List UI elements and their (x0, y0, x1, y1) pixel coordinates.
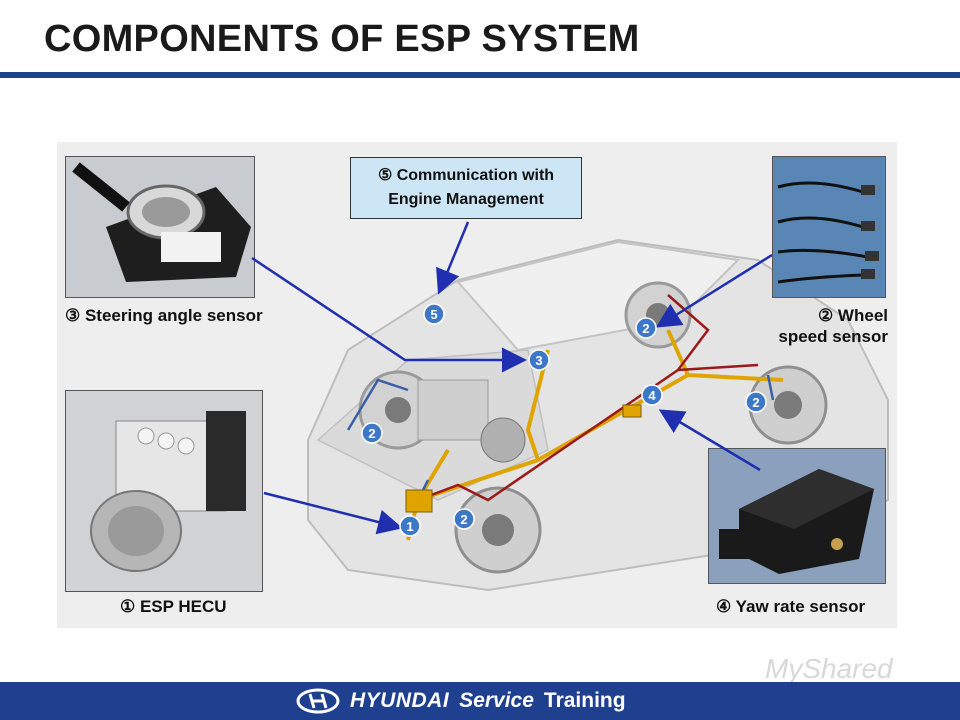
svg-text:4: 4 (648, 388, 656, 403)
marker-2-front-left: 2 (361, 422, 383, 444)
brake-booster (480, 417, 526, 463)
wheel-speed-sensor-label: ② Wheel speed sensor (760, 305, 888, 347)
wheel-label-line2: speed sensor (778, 327, 888, 346)
footer-service: Service (459, 689, 534, 712)
callout-line1: ⑤ Communication with (377, 167, 555, 184)
marker-3: 3 (528, 349, 550, 371)
slide-title: COMPONENTS OF ESP SYSTEM (44, 18, 640, 60)
marker-4: 4 (641, 384, 663, 406)
car-windshield (456, 240, 741, 352)
svg-text:3: 3 (535, 353, 542, 368)
marker-1: 1 (399, 515, 421, 537)
hecu-unit (405, 489, 433, 513)
footer-bar: HYUNDAI Service Training (0, 682, 960, 720)
marker-2-rear-left: 2 (635, 317, 657, 339)
hyundai-logo-icon (296, 688, 340, 714)
marker-5: 5 (423, 303, 445, 325)
footer-branding: HYUNDAI Service Training (296, 686, 626, 716)
arrow-engine-communication (436, 221, 470, 295)
wheel-label-line1: ② Wheel (817, 306, 888, 325)
arrow-wheel-sensor (655, 253, 773, 328)
engine-block (417, 379, 489, 441)
brake-lines-yellow (406, 329, 784, 541)
brake-lines-red (417, 294, 759, 502)
svg-text:2: 2 (460, 512, 467, 527)
steering-sensor-label: ③ Steering angle sensor (65, 306, 263, 325)
svg-text:5: 5 (430, 307, 437, 322)
steering-angle-sensor-photo (65, 156, 255, 298)
marker-2-rear-right: 2 (745, 391, 767, 413)
esp-hecu-photo (65, 390, 263, 592)
yaw-rate-sensor-label: ④ Yaw rate sensor (716, 597, 866, 616)
yaw-sensor-unit (622, 404, 642, 418)
svg-text:1: 1 (406, 519, 413, 534)
svg-text:2: 2 (642, 321, 649, 336)
yaw-rate-sensor-photo (708, 448, 886, 584)
engine-communication-callout: ⑤ Communication with Engine Management (350, 157, 582, 219)
svg-text:2: 2 (752, 395, 759, 410)
footer-brand: HYUNDAI (350, 689, 450, 712)
callout-line2: Engine Management (388, 191, 544, 208)
arrow-yaw-sensor (658, 409, 761, 472)
arrow-steering-sensor (251, 256, 527, 373)
marker-2-front-right: 2 (453, 508, 475, 530)
arrow-esp-hecu (263, 491, 403, 535)
footer-training: Training (543, 689, 626, 712)
watermark-text: MyShared (765, 653, 893, 684)
wheel-speed-sensor-photo (772, 156, 886, 298)
title-underline (0, 72, 960, 78)
esp-hecu-label: ① ESP HECU (120, 597, 227, 616)
svg-text:2: 2 (368, 426, 375, 441)
